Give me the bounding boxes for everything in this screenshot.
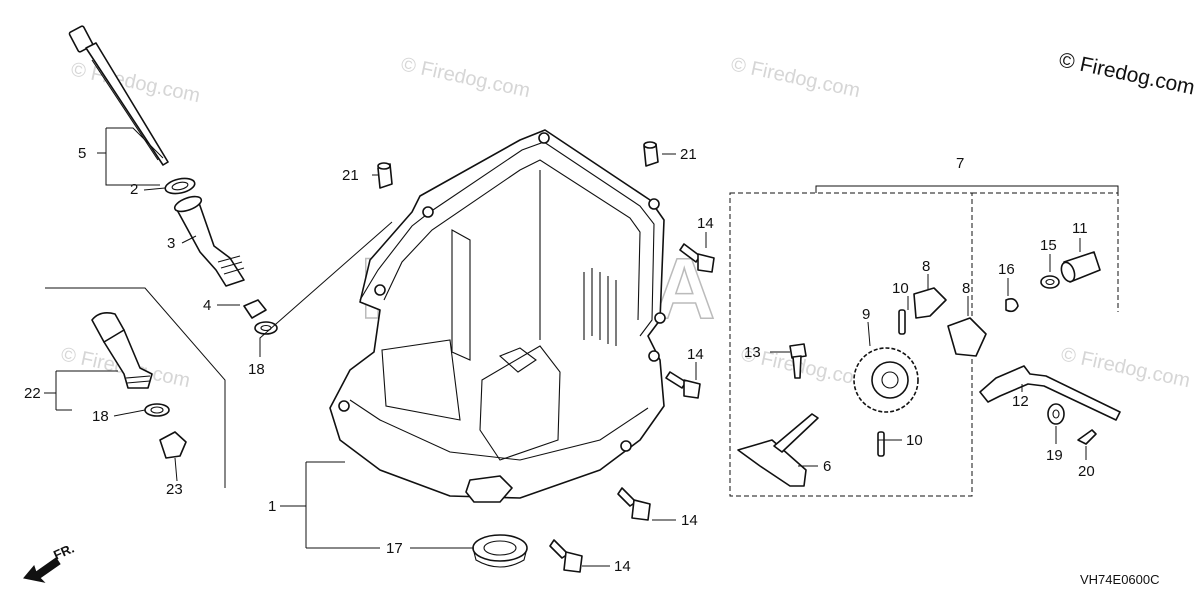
callout-20: 20 — [1078, 463, 1095, 480]
front-arrow-icon — [23, 557, 61, 583]
callout-22: 22 — [24, 385, 41, 402]
callout-15: 15 — [1040, 237, 1057, 254]
callout-5: 5 — [78, 145, 86, 162]
washer — [254, 321, 278, 335]
front-direction-indicator: FR. — [23, 541, 76, 583]
crankcase-cover — [329, 129, 666, 503]
callout-21: 21 — [680, 146, 697, 163]
group-7-bracket — [815, 185, 1119, 193]
watermark: © Firedog.com — [1059, 343, 1192, 392]
governor-parts — [737, 251, 1121, 487]
clip — [243, 299, 267, 319]
callout-21: 21 — [342, 167, 359, 184]
clip — [159, 431, 187, 459]
callout-18: 18 — [248, 361, 265, 378]
callout-6: 6 — [823, 458, 831, 475]
callout-7: 7 — [956, 155, 964, 172]
callout-18: 18 — [92, 408, 109, 425]
front-label: FR. — [51, 541, 76, 563]
callout-14: 14 — [697, 215, 714, 232]
callout-14: 14 — [687, 346, 704, 363]
governor-arm — [979, 365, 1121, 421]
dipstick-line — [91, 59, 159, 161]
oil-filler-assembly — [45, 287, 226, 488]
diagram-code: VH74E0600C — [1080, 572, 1160, 587]
dipstick-blade — [85, 42, 169, 166]
washer — [144, 403, 170, 417]
callout-8: 8 — [922, 258, 930, 275]
callout-1: 1 — [268, 498, 276, 515]
group-bracket — [45, 287, 226, 488]
callout-12: 12 — [1012, 393, 1029, 410]
callout-14: 14 — [681, 512, 698, 529]
callout-4: 4 — [203, 297, 211, 314]
callout-11: 11 — [1072, 220, 1088, 237]
watermark: © Firedog.com — [69, 58, 202, 107]
dowel-pins — [377, 141, 659, 189]
callout-19: 19 — [1046, 447, 1063, 464]
copyright-text: © Firedog.com — [1057, 48, 1197, 99]
callout-3: 3 — [167, 235, 175, 252]
callout-17: 17 — [386, 540, 403, 557]
watermark: © Firedog.com — [399, 53, 532, 102]
filler-tube — [175, 199, 245, 287]
callout-10: 10 — [892, 280, 909, 297]
callout-10: 10 — [906, 432, 923, 449]
governor-shaft-holder — [737, 439, 807, 487]
callout-14: 14 — [614, 558, 631, 575]
callout-13: 13 — [744, 344, 761, 361]
flange-bolts — [549, 243, 715, 573]
oil-seal — [472, 534, 528, 568]
leader-lines — [44, 127, 1087, 567]
callout-2: 2 — [130, 181, 138, 198]
dipstick-assembly — [68, 25, 278, 335]
o-ring — [164, 177, 196, 195]
boss — [465, 475, 513, 503]
callouts: 5 2 3 4 18 22 18 23 1 17 21 21 14 14 14 … — [24, 145, 1095, 575]
watermark: © Firedog.com — [729, 53, 862, 102]
callout-9: 9 — [862, 306, 870, 323]
callout-8: 8 — [962, 280, 970, 297]
callout-16: 16 — [998, 261, 1015, 278]
callout-23: 23 — [166, 481, 183, 498]
